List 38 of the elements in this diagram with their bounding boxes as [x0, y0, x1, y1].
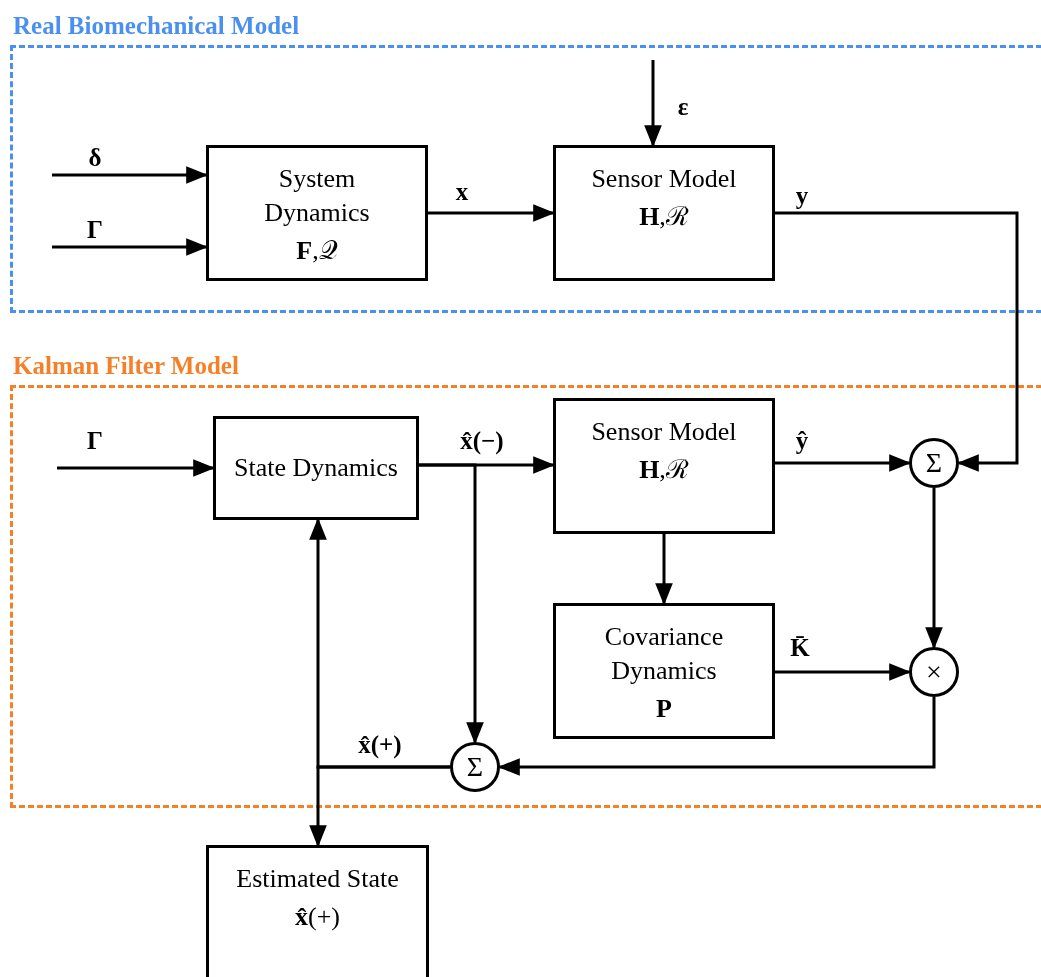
arrow [309, 765, 450, 848]
arrow [57, 459, 216, 477]
arrow [655, 534, 673, 606]
operator-circle [909, 647, 959, 697]
operator-symbol: × [926, 658, 942, 686]
arrow [419, 463, 484, 745]
arrow [644, 60, 662, 148]
arrow [52, 166, 209, 184]
operator-symbol: Σ [466, 753, 484, 781]
operator-circle [909, 438, 959, 488]
group-title: Real Biomechanical Model [13, 12, 300, 40]
block-box [553, 145, 775, 281]
block-box [213, 416, 419, 520]
block-title: Sensor Model [591, 416, 737, 448]
block-symbol: P [656, 692, 672, 725]
arrow [925, 488, 943, 650]
block-symbol: F,𝒬 [296, 234, 338, 267]
block-title: Sensor Model [591, 163, 737, 195]
arrow [775, 454, 912, 472]
arrow [775, 663, 912, 681]
block-title: Estimated State [236, 863, 399, 895]
block-box [206, 845, 429, 977]
operator-symbol: Σ [925, 449, 943, 477]
arrow [775, 211, 1019, 472]
operator-circle [450, 742, 500, 792]
block-symbol: H,ℛ [639, 453, 689, 486]
group-title: Kalman Filter Model [13, 352, 239, 380]
arrow [428, 204, 556, 222]
block-symbol: H,ℛ [639, 200, 689, 233]
block-symbol: x̂(+) [295, 900, 340, 933]
arrow [497, 697, 936, 776]
block-title: Covariance Dynamics [603, 621, 725, 687]
block-title: System Dynamics [263, 163, 371, 229]
block-box [206, 145, 428, 281]
block-box [553, 603, 775, 739]
arrow [52, 238, 209, 256]
block-box [553, 398, 775, 534]
block-title: State Dynamics [234, 452, 398, 485]
